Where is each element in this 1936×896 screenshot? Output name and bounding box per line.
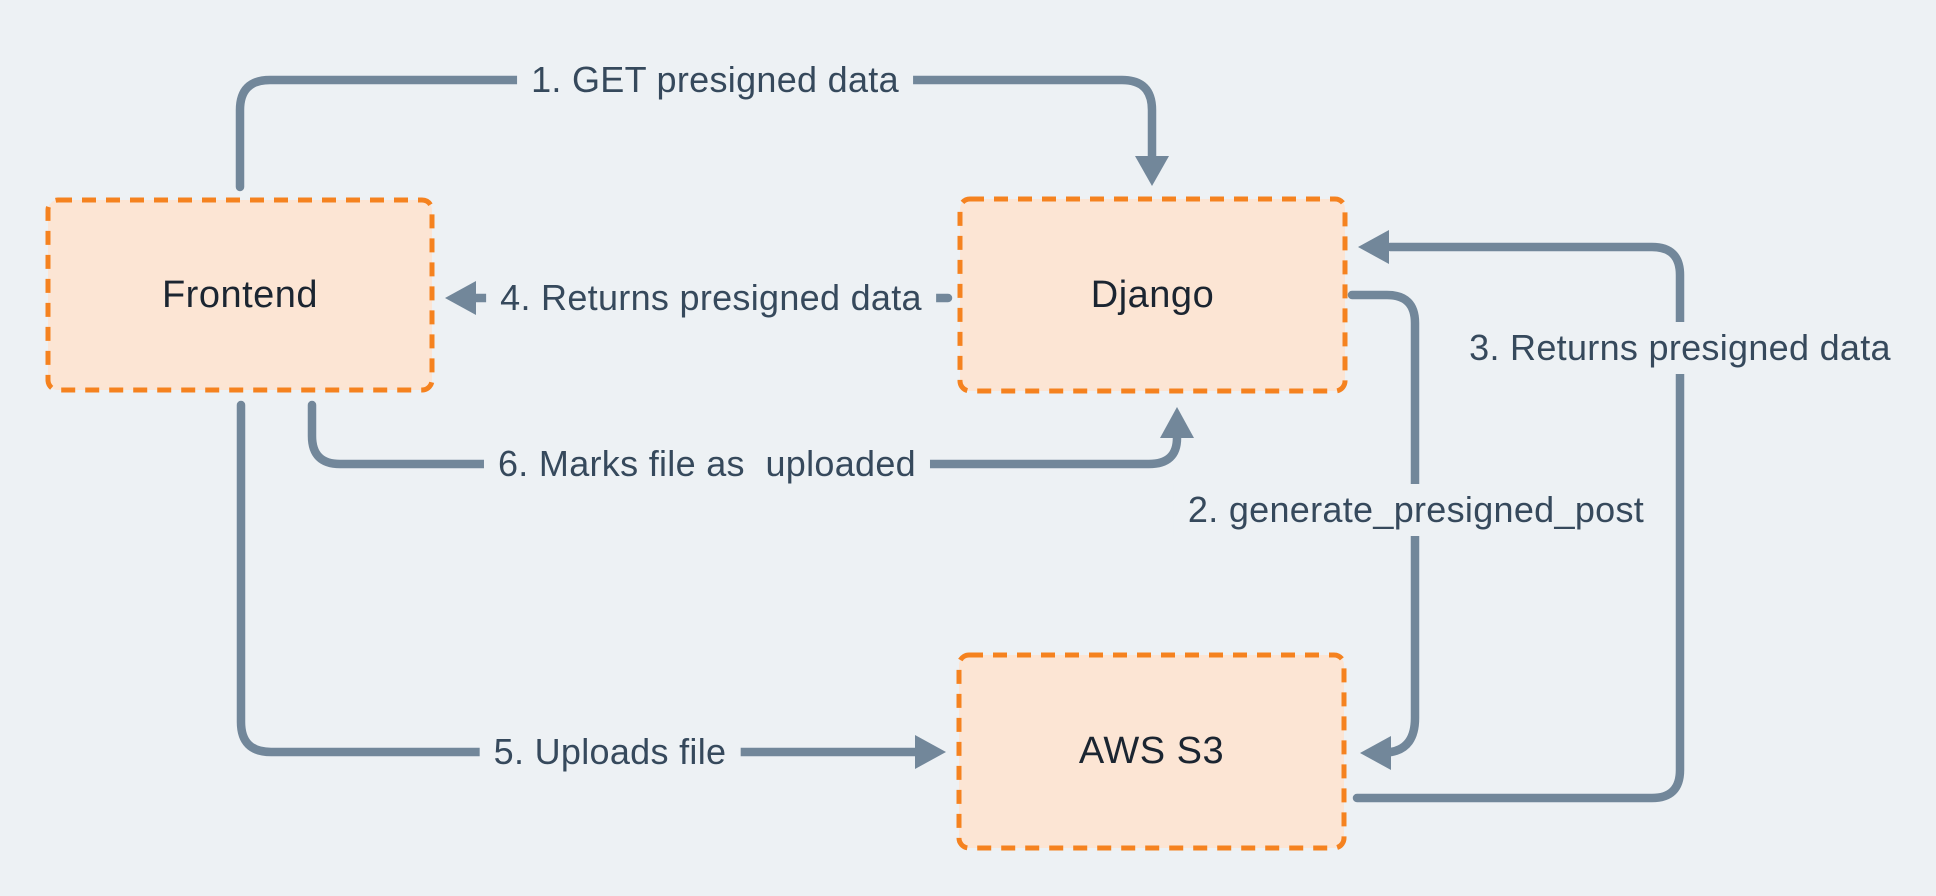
node-aws-s3-box <box>956 652 1347 851</box>
edge-5-arrowhead <box>915 735 946 769</box>
edge-4-arrowhead <box>445 281 476 315</box>
edge-5-line <box>236 400 921 757</box>
edge-6-line <box>307 400 1182 469</box>
node-frontend-box <box>45 197 435 393</box>
edge-3-line <box>1352 242 1685 803</box>
node-django-box <box>957 196 1348 394</box>
edge-6-arrowhead <box>1160 407 1194 438</box>
edge-2-arrowhead <box>1360 736 1391 770</box>
edge-2-line <box>1347 290 1420 757</box>
edge-1-line <box>235 75 1157 192</box>
edge-3-arrowhead <box>1358 230 1389 264</box>
edge-1-arrowhead <box>1135 156 1169 186</box>
